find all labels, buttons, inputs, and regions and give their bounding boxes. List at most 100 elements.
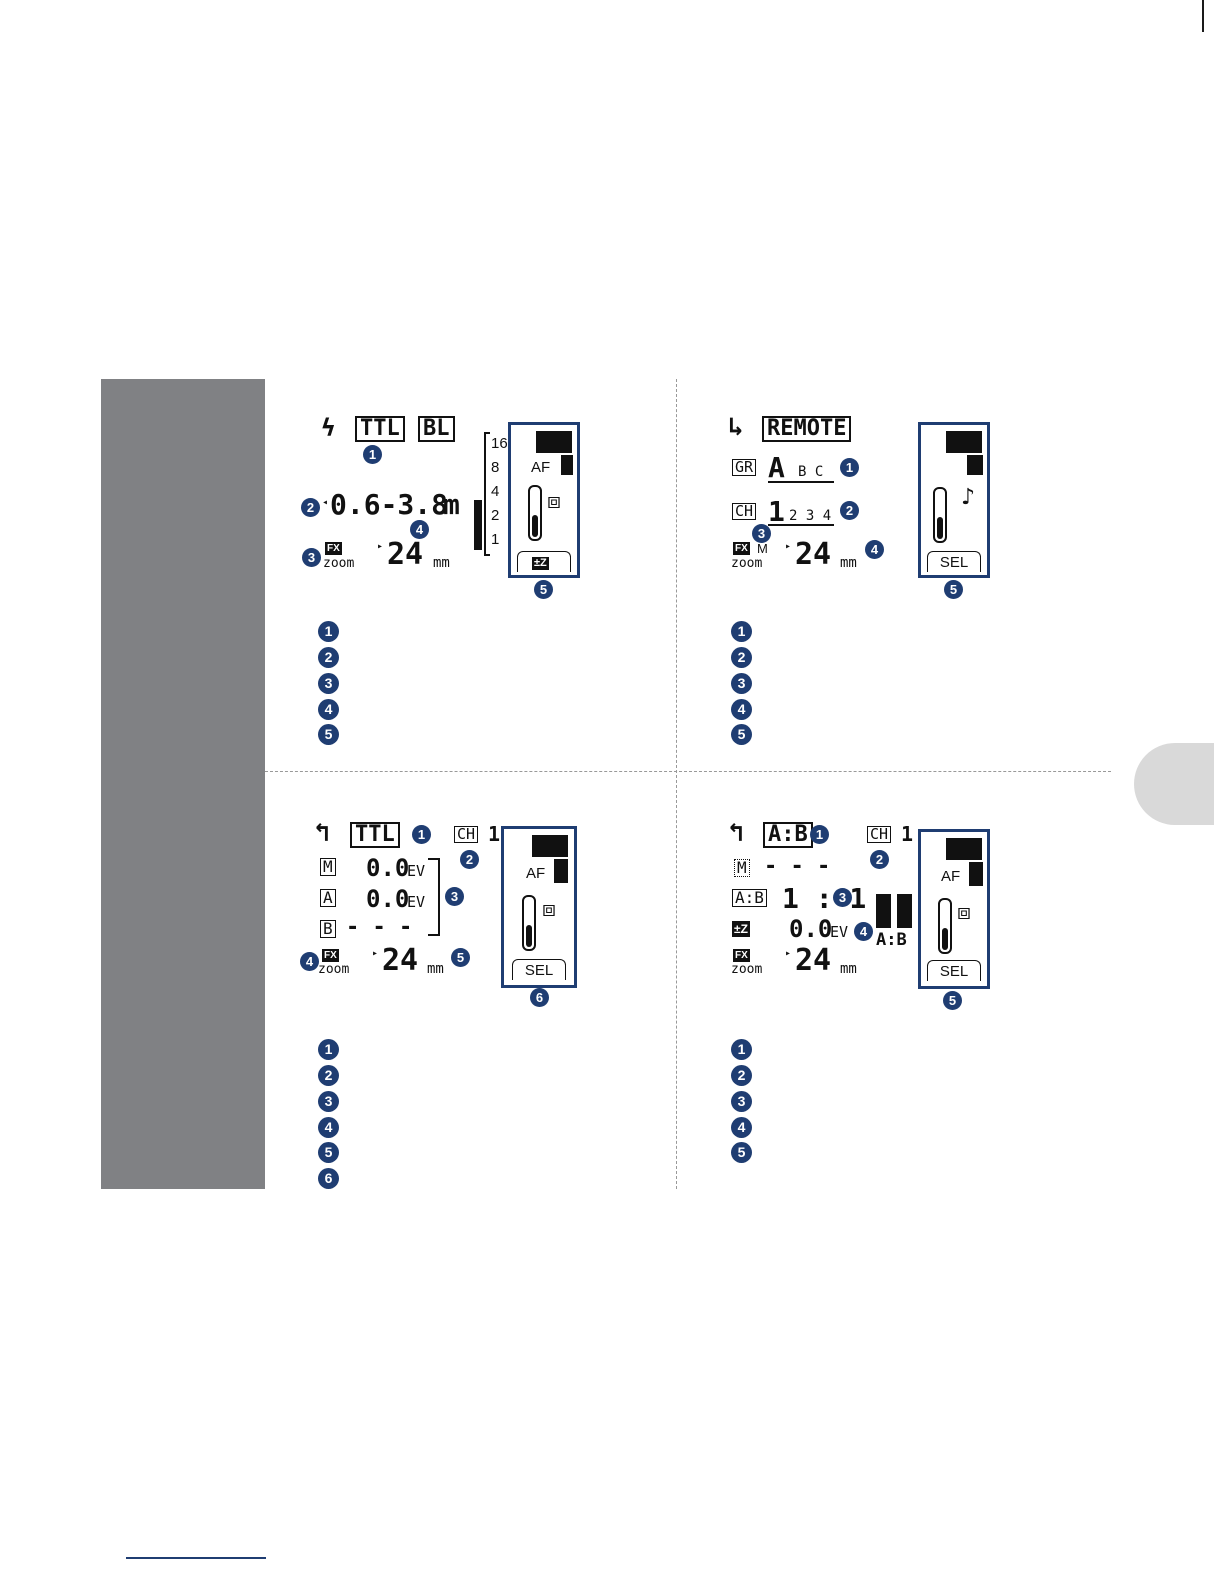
zoom-marker-icon: ▸ xyxy=(785,541,792,552)
range-marker-icon: ◂ xyxy=(322,497,329,508)
group-m-value: 0.0 xyxy=(366,854,410,882)
mode-ttl-label: TTL xyxy=(355,416,405,442)
channel-others: 2 3 4 xyxy=(789,508,832,524)
callout-1: 1 xyxy=(412,825,431,844)
group-others: B C xyxy=(798,464,824,480)
callout-3: 3 xyxy=(833,888,852,907)
zoom-unit: mm xyxy=(840,555,857,571)
zoom-label: zoom xyxy=(318,962,350,977)
channel-value: 1 xyxy=(488,822,501,846)
ev-value: 0.0 xyxy=(789,915,833,943)
callout-5: 5 xyxy=(451,948,470,967)
panel-block-af xyxy=(967,455,983,475)
list-callout-1: 1 xyxy=(318,1039,339,1060)
return-arrow-icon: ↰ xyxy=(728,818,744,848)
horizontal-divider xyxy=(265,771,1111,772)
mode-bl-label: BL xyxy=(418,416,455,442)
lcd-side-panel: ♪ SEL xyxy=(918,422,990,578)
return-arrow-icon: ↰ xyxy=(314,818,330,848)
zoom-marker-icon: ▸ xyxy=(785,948,792,959)
zoom-value: 24 xyxy=(795,943,832,978)
list-callout-3: 3 xyxy=(318,673,339,694)
panel-tab-sel: SEL xyxy=(927,551,981,572)
list-callout-1: 1 xyxy=(318,621,339,642)
footer-line xyxy=(126,1557,266,1559)
fx-label: FX xyxy=(322,949,339,962)
camera-icon: ⧈ xyxy=(542,897,556,922)
group-a-label: A xyxy=(320,889,336,907)
callout-4: 4 xyxy=(865,540,884,559)
scale-tick: 2 xyxy=(491,507,500,524)
channel-underline xyxy=(768,524,834,526)
panel-block-top xyxy=(946,838,982,860)
list-callout-4: 4 xyxy=(318,699,339,720)
lcd-side-panel: AF ⧈ ±Z xyxy=(508,422,580,578)
zoom-marker-icon: ▸ xyxy=(377,541,384,552)
list-callout-2: 2 xyxy=(318,647,339,668)
callout-1: 1 xyxy=(810,825,829,844)
callout-2: 2 xyxy=(301,498,320,517)
panel-tab-sel: SEL xyxy=(512,959,566,980)
list-callout-2: 2 xyxy=(731,1065,752,1086)
scale-tick: 1 xyxy=(491,531,500,548)
panel-block-top xyxy=(532,835,568,857)
callout-2: 2 xyxy=(460,850,479,869)
group-m-value: - - - xyxy=(764,854,831,879)
scale-tick: 16 xyxy=(491,435,508,452)
callout-4: 4 xyxy=(300,952,319,971)
ab-ratio-value: 1 : 1 xyxy=(782,882,867,915)
right-edge-line xyxy=(1202,0,1204,32)
callout-3: 3 xyxy=(302,548,321,567)
list-callout-4: 4 xyxy=(318,1117,339,1138)
callout-3: 3 xyxy=(752,524,771,543)
remote-arrow-icon: ↳ xyxy=(728,412,744,442)
callout-1: 1 xyxy=(363,445,382,464)
callout-5: 5 xyxy=(944,580,963,599)
scale-tick: 8 xyxy=(491,459,500,476)
panel-block-af xyxy=(554,859,568,883)
list-callout-4: 4 xyxy=(731,1117,752,1138)
group-selected: A xyxy=(768,451,785,484)
list-callout-5: 5 xyxy=(731,724,752,745)
mode-ttl-label: TTL xyxy=(350,822,400,848)
callout-2: 2 xyxy=(870,850,889,869)
fx-label: FX xyxy=(733,542,750,555)
group-m-label: M xyxy=(734,859,750,877)
panel-tab-sel: SEL xyxy=(927,960,981,981)
group-b-value: - - - xyxy=(346,915,413,940)
exposure-comp-icon: ±Z xyxy=(732,921,750,937)
ab-bar-b xyxy=(897,894,912,928)
ev-unit: EV xyxy=(830,923,849,941)
list-callout-5: 5 xyxy=(318,1142,339,1163)
zoom-label: zoom xyxy=(731,556,763,571)
panel-tab: ±Z xyxy=(517,551,571,572)
fx-label: FX xyxy=(325,542,342,555)
ab-ratio-label: A:B xyxy=(732,889,767,907)
panel-block-af xyxy=(561,455,573,475)
list-callout-6: 6 xyxy=(318,1168,339,1189)
group-a-ev: EV xyxy=(407,893,426,911)
callout-6: 6 xyxy=(530,988,549,1007)
page-tab xyxy=(1134,743,1214,825)
channel-value: 1 xyxy=(901,822,914,846)
vertical-divider xyxy=(676,379,677,1189)
channel-label: CH xyxy=(732,503,757,520)
group-label: GR xyxy=(732,459,757,476)
callout-4: 4 xyxy=(410,520,429,539)
list-callout-3: 3 xyxy=(731,1091,752,1112)
lcd-side-panel: AF ⧈ SEL xyxy=(501,826,577,988)
callout-2: 2 xyxy=(840,501,859,520)
panel-block-top xyxy=(536,431,572,453)
fx-label: FX xyxy=(733,949,750,962)
af-label: AF xyxy=(531,459,551,476)
range-value: 0.6-3.8 xyxy=(330,488,449,521)
panel-block-af xyxy=(969,862,983,886)
list-callout-2: 2 xyxy=(318,1065,339,1086)
zoom-value: 24 xyxy=(387,537,424,572)
distance-scale-ticks: 16 8 4 2 1 xyxy=(491,432,508,552)
lcd-side-panel: AF ⧈ SEL xyxy=(918,829,990,989)
list-callout-3: 3 xyxy=(731,673,752,694)
ab-bar-label: A:B xyxy=(876,930,907,950)
callout-3: 3 xyxy=(445,887,464,906)
group-b-label: B xyxy=(320,920,336,938)
